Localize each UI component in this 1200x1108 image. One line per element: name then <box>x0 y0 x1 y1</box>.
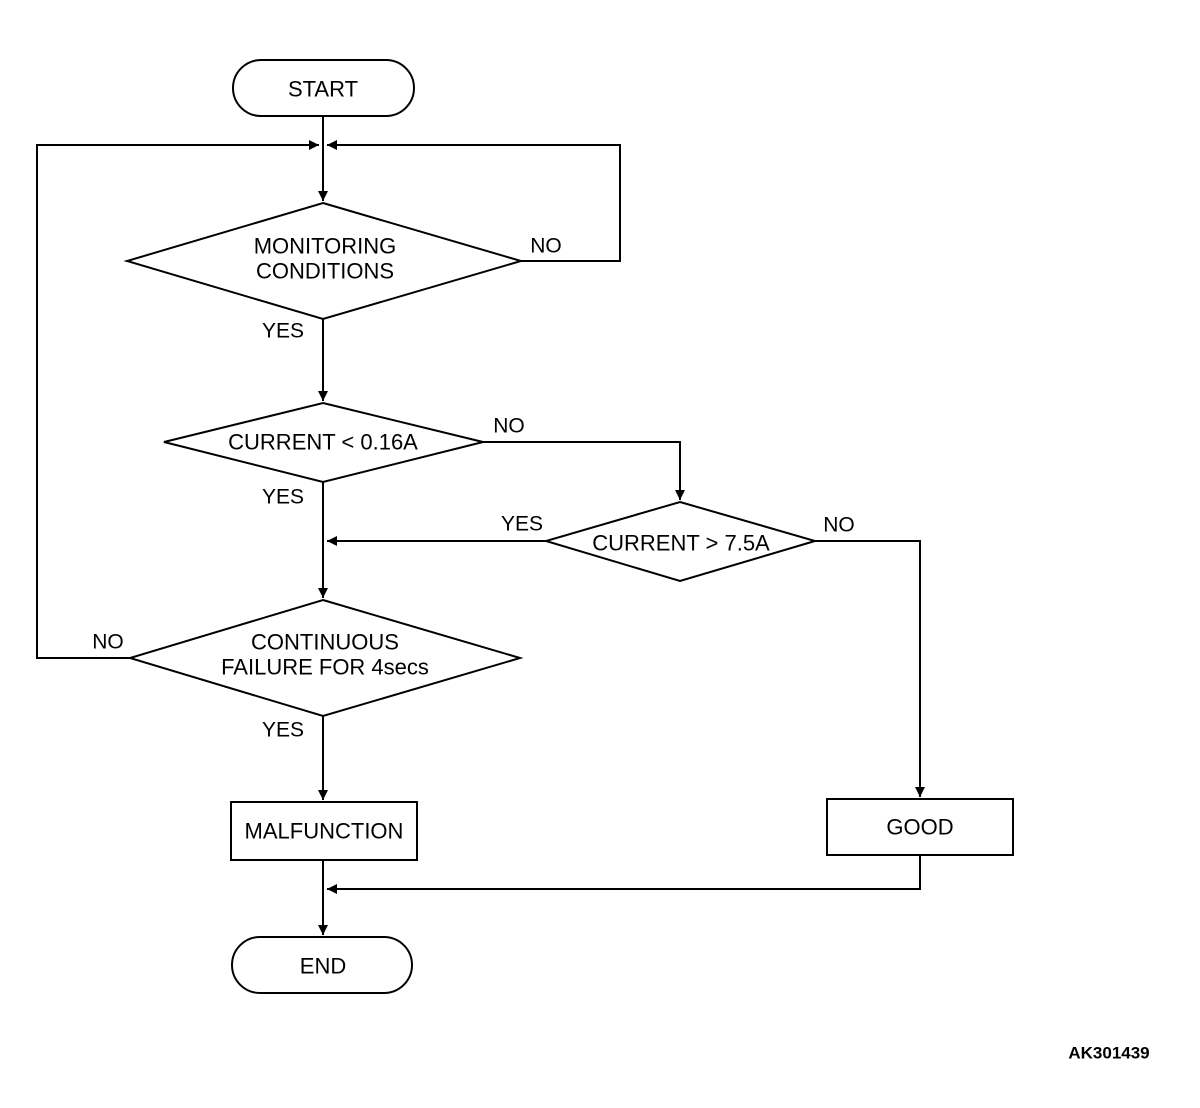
good-label: GOOD <box>886 815 953 840</box>
start-label: START <box>288 77 358 102</box>
reference-code: AK301439 <box>1068 1044 1149 1063</box>
current-high-yes-label: YES <box>501 513 543 536</box>
continuous-failure-label-line1: CONTINUOUS <box>251 630 399 655</box>
current-high-no-label: NO <box>823 514 855 537</box>
monitoring-no-label: NO <box>530 235 562 258</box>
connector-current-high-no <box>815 540 925 797</box>
current-high-decision: CURRENT > 7.5A <box>542 500 819 583</box>
end-terminal: END <box>231 936 413 994</box>
current-low-decision: CURRENT < 0.16A <box>163 401 484 484</box>
good-box: GOOD <box>826 798 1014 856</box>
end-label: END <box>300 954 346 979</box>
continuous-failure-decision: CONTINUOUS FAILURE FOR 4secs <box>126 598 524 718</box>
current-high-label: CURRENT > 7.5A <box>592 531 770 556</box>
continuous-yes-label: YES <box>262 719 304 742</box>
current-low-no-label: NO <box>493 415 525 438</box>
monitoring-conditions-label-line2: CONDITIONS <box>256 259 394 284</box>
connector-current-low-no <box>483 441 685 500</box>
continuous-failure-label-line2: FAILURE FOR 4secs <box>221 655 429 680</box>
current-low-label: CURRENT < 0.16A <box>228 430 418 455</box>
connectors <box>36 116 925 935</box>
continuous-no-label: NO <box>92 631 124 654</box>
malfunction-label: MALFUNCTION <box>245 819 404 844</box>
connector-good-to-end <box>327 855 921 894</box>
connector-monitoring-no-loop <box>327 140 621 262</box>
monitoring-conditions-label-line1: MONITORING <box>254 234 397 259</box>
malfunction-box: MALFUNCTION <box>230 801 418 861</box>
start-terminal: START <box>232 59 415 117</box>
monitoring-conditions-decision: MONITORING CONDITIONS <box>123 201 525 321</box>
monitoring-yes-label: YES <box>262 320 304 343</box>
connector-continuous-no-loop <box>36 140 319 659</box>
current-low-yes-label: YES <box>262 486 304 509</box>
